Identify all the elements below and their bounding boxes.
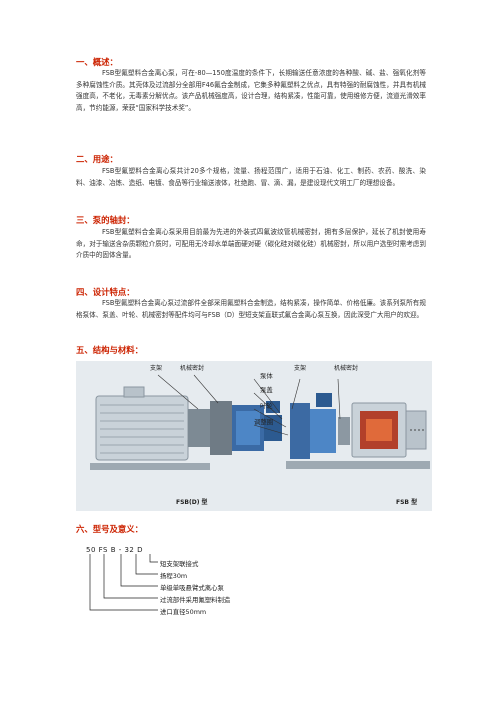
label-pump-body: 泵体 — [260, 372, 273, 380]
paragraph-shaft-seal: FSB型氟塑料合金离心泵采用目前最为先进的外装式四氟波纹管机械密封，拥有多层保护… — [76, 228, 426, 260]
heading-usage: 二、用途： — [76, 154, 118, 164]
model-meaning-2: 扬程30m — [160, 572, 188, 580]
caption-fsb-d: FSB(D) 型 — [176, 499, 208, 506]
label-adjust-ring: 调整圈 — [254, 418, 274, 426]
label-impeller: 叶轮 — [260, 402, 273, 410]
model-meaning-5: 进口直径50mm — [160, 608, 207, 616]
caption-fsb: FSB 型 — [396, 499, 418, 506]
paragraph-usage: FSB型氟塑料合金离心泵共计20多个规格，流量、扬程范围广，适用于石油、化工、制… — [76, 167, 426, 187]
paragraph-overview: FSB型氟塑料合金离心泵，可在-80—150度温度的条件下，长期输送任意浓度的各… — [76, 69, 426, 112]
heading-structure: 五、结构与材料： — [76, 345, 143, 355]
model-meaning-4: 过流部件采用氟塑料制造 — [160, 596, 231, 604]
pump-structure-figure — [76, 361, 432, 511]
label-left-seal: 机械密封 — [180, 365, 205, 372]
heading-model: 六、型号及意义： — [76, 524, 143, 534]
label-pump-cover: 泵盖 — [260, 386, 273, 394]
paragraph-design: FSB型氟塑料合金离心泵过流部件全部采用氟塑料合金制造，结构紧凑，操作简单、价格… — [76, 299, 426, 319]
label-right-seal: 机械密封 — [334, 365, 359, 372]
model-code: 50 FS B - 32 D — [86, 546, 144, 554]
label-right-support: 支架 — [294, 365, 307, 372]
model-leader-lines — [89, 554, 158, 611]
heading-overview: 一、概述： — [76, 57, 118, 67]
heading-shaft-seal: 三、泵的轴封： — [76, 215, 135, 225]
model-meaning-1: 短支架联接式 — [160, 560, 199, 568]
heading-design: 四、设计特点： — [76, 287, 135, 297]
model-meaning-3: 单级单吸悬臂式离心泵 — [160, 584, 224, 592]
label-left-support: 支架 — [150, 365, 163, 372]
